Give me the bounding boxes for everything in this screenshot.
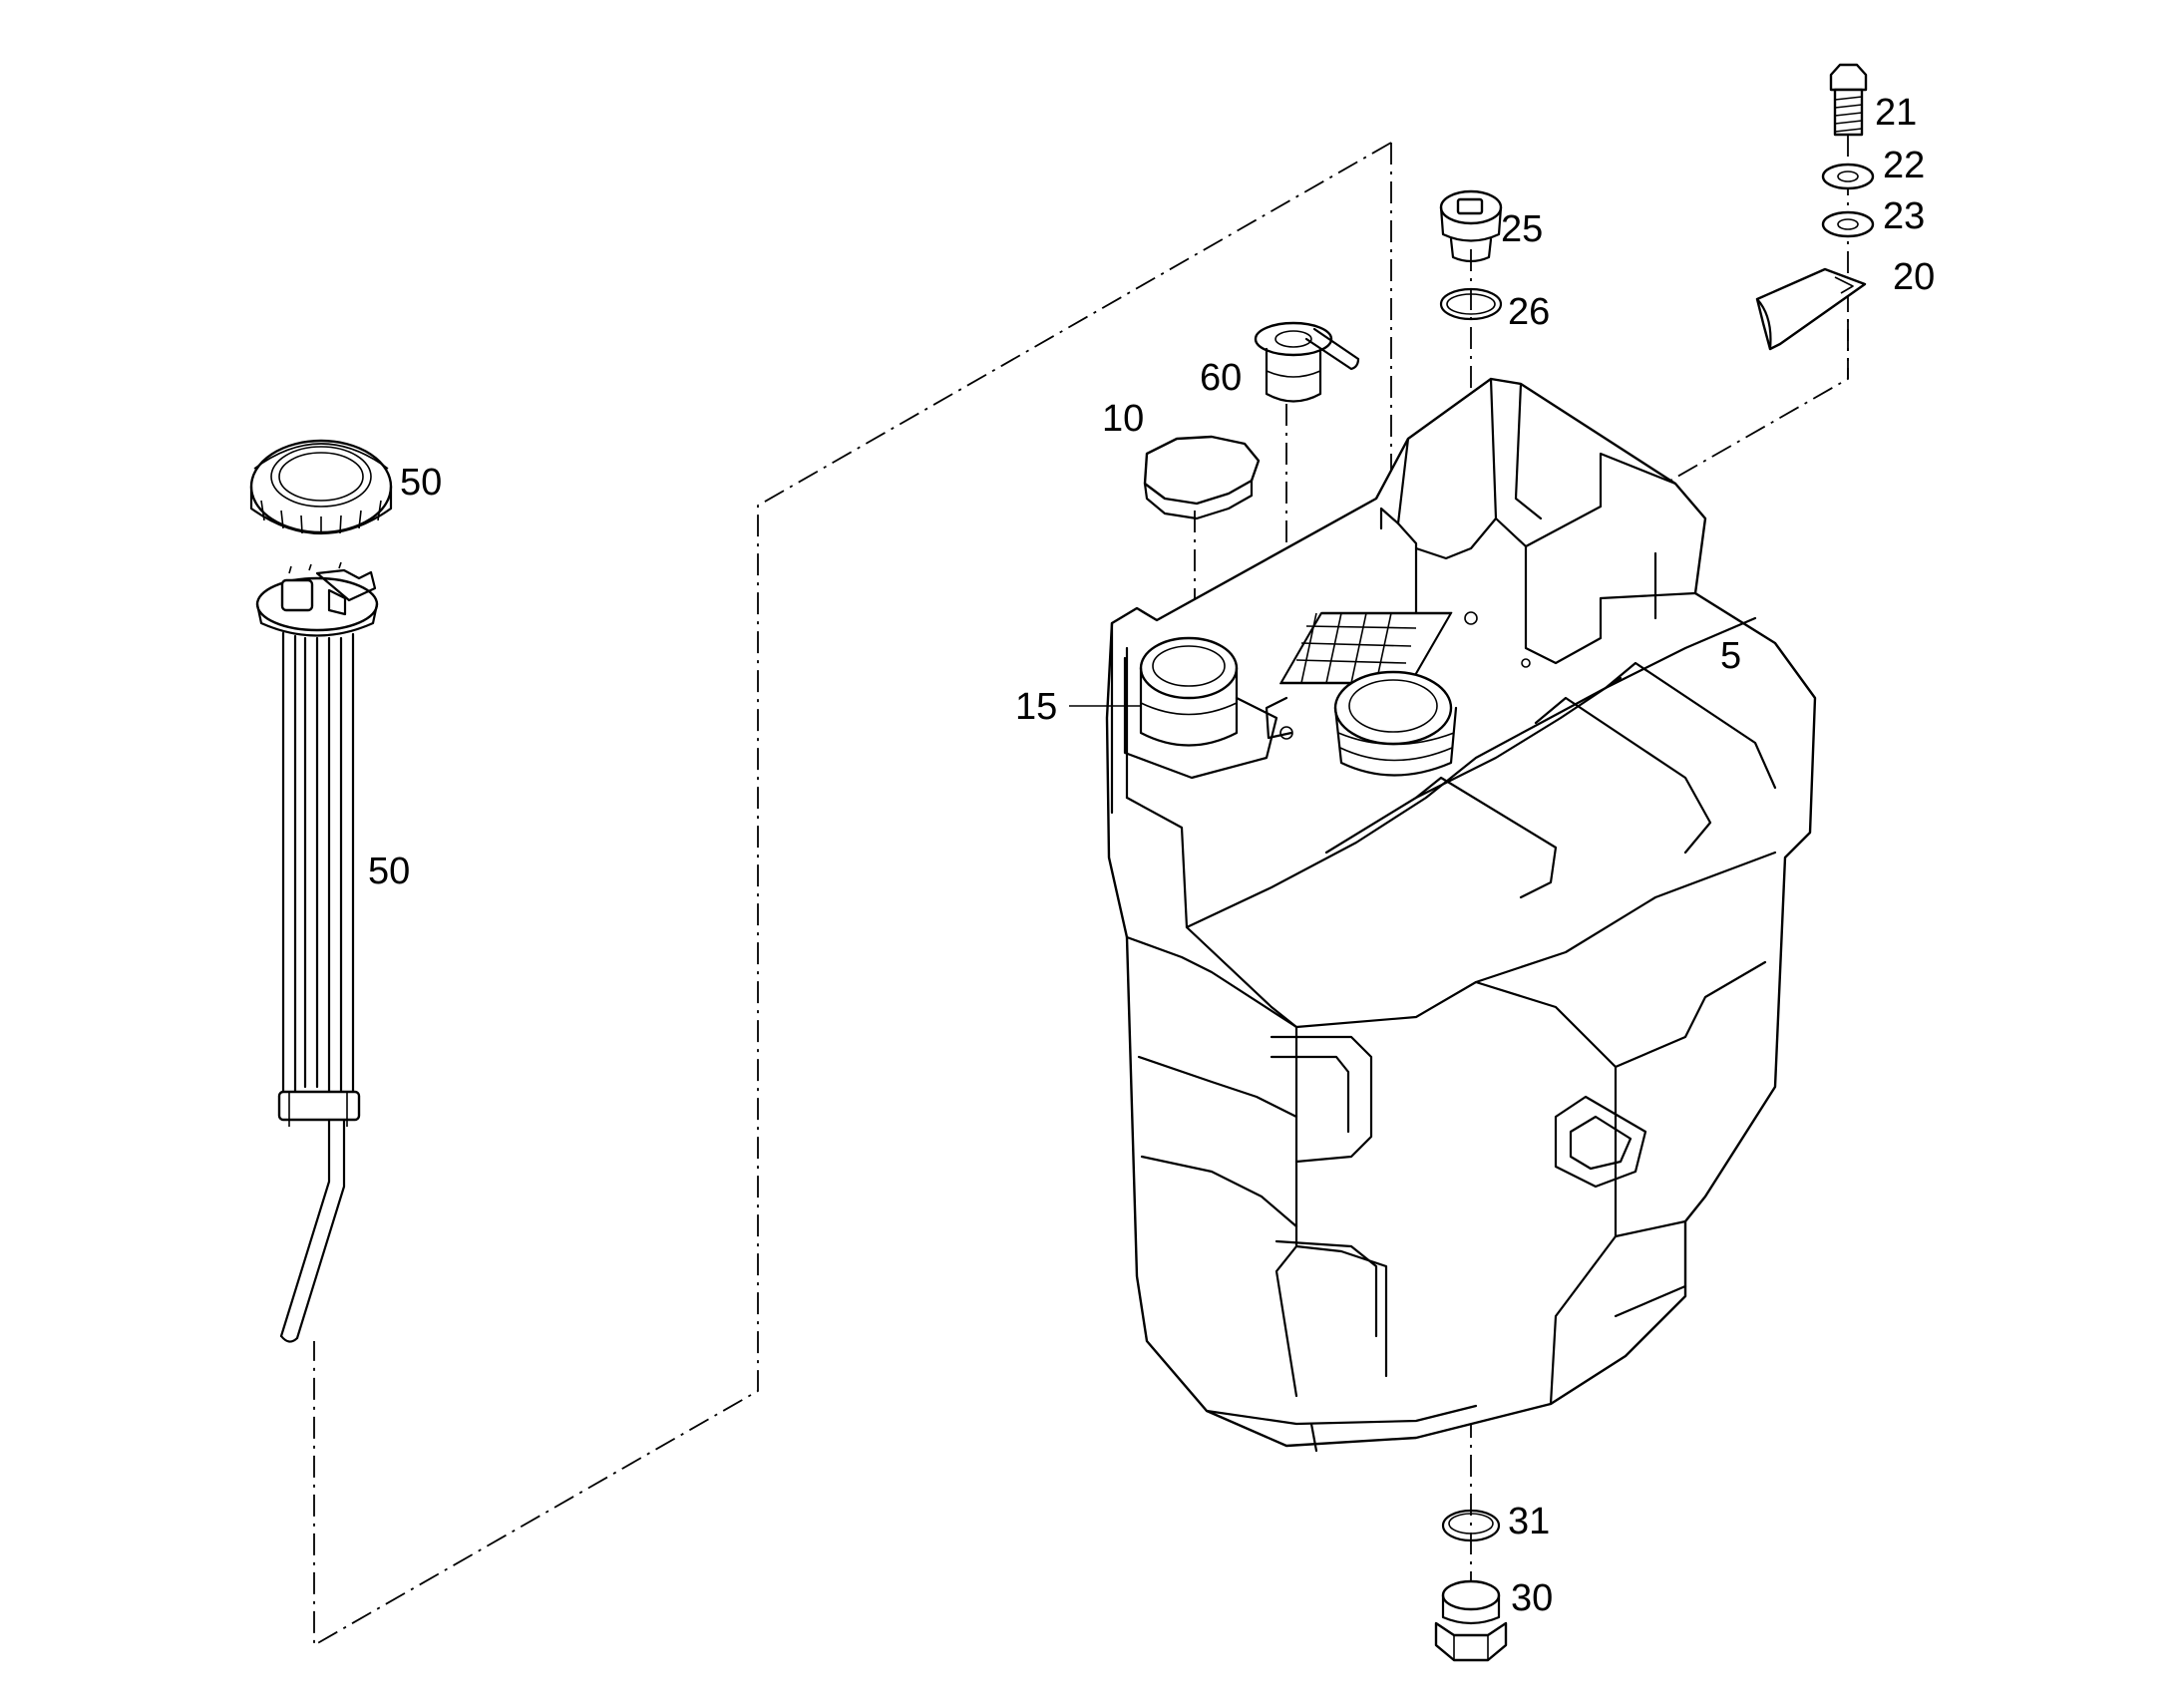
locking-ring [249, 439, 393, 534]
callout-22: 22 [1883, 145, 1925, 186]
callout-25: 25 [1501, 208, 1543, 250]
callout-26: 26 [1508, 291, 1550, 333]
callout-30: 30 [1511, 1577, 1553, 1619]
strap [1755, 267, 1867, 351]
tank-body [1105, 377, 1817, 1453]
callout-50-sender: 50 [368, 851, 410, 892]
callout-15: 15 [1015, 686, 1057, 728]
top-o-ring [1439, 287, 1503, 321]
callout-23: 23 [1883, 195, 1925, 237]
filler-cap [1143, 435, 1261, 520]
callout-20: 20 [1893, 256, 1935, 298]
callout-60: 60 [1200, 357, 1242, 399]
bolt-and-washers [1821, 63, 1875, 238]
fuel-sender-unit [255, 561, 379, 1343]
vent-fitting [1254, 321, 1360, 403]
callout-50-ring: 50 [400, 462, 442, 504]
drain-plug [1434, 1579, 1508, 1662]
top-plug [1439, 189, 1503, 263]
callout-31: 31 [1508, 1501, 1550, 1542]
callout-5: 5 [1720, 635, 1741, 677]
callout-labels: 21 22 23 20 25 26 60 10 50 15 5 50 31 30 [368, 92, 1935, 1619]
callout-21: 21 [1875, 92, 1917, 134]
drain-o-ring [1441, 1509, 1501, 1542]
callout-10: 10 [1102, 398, 1144, 440]
